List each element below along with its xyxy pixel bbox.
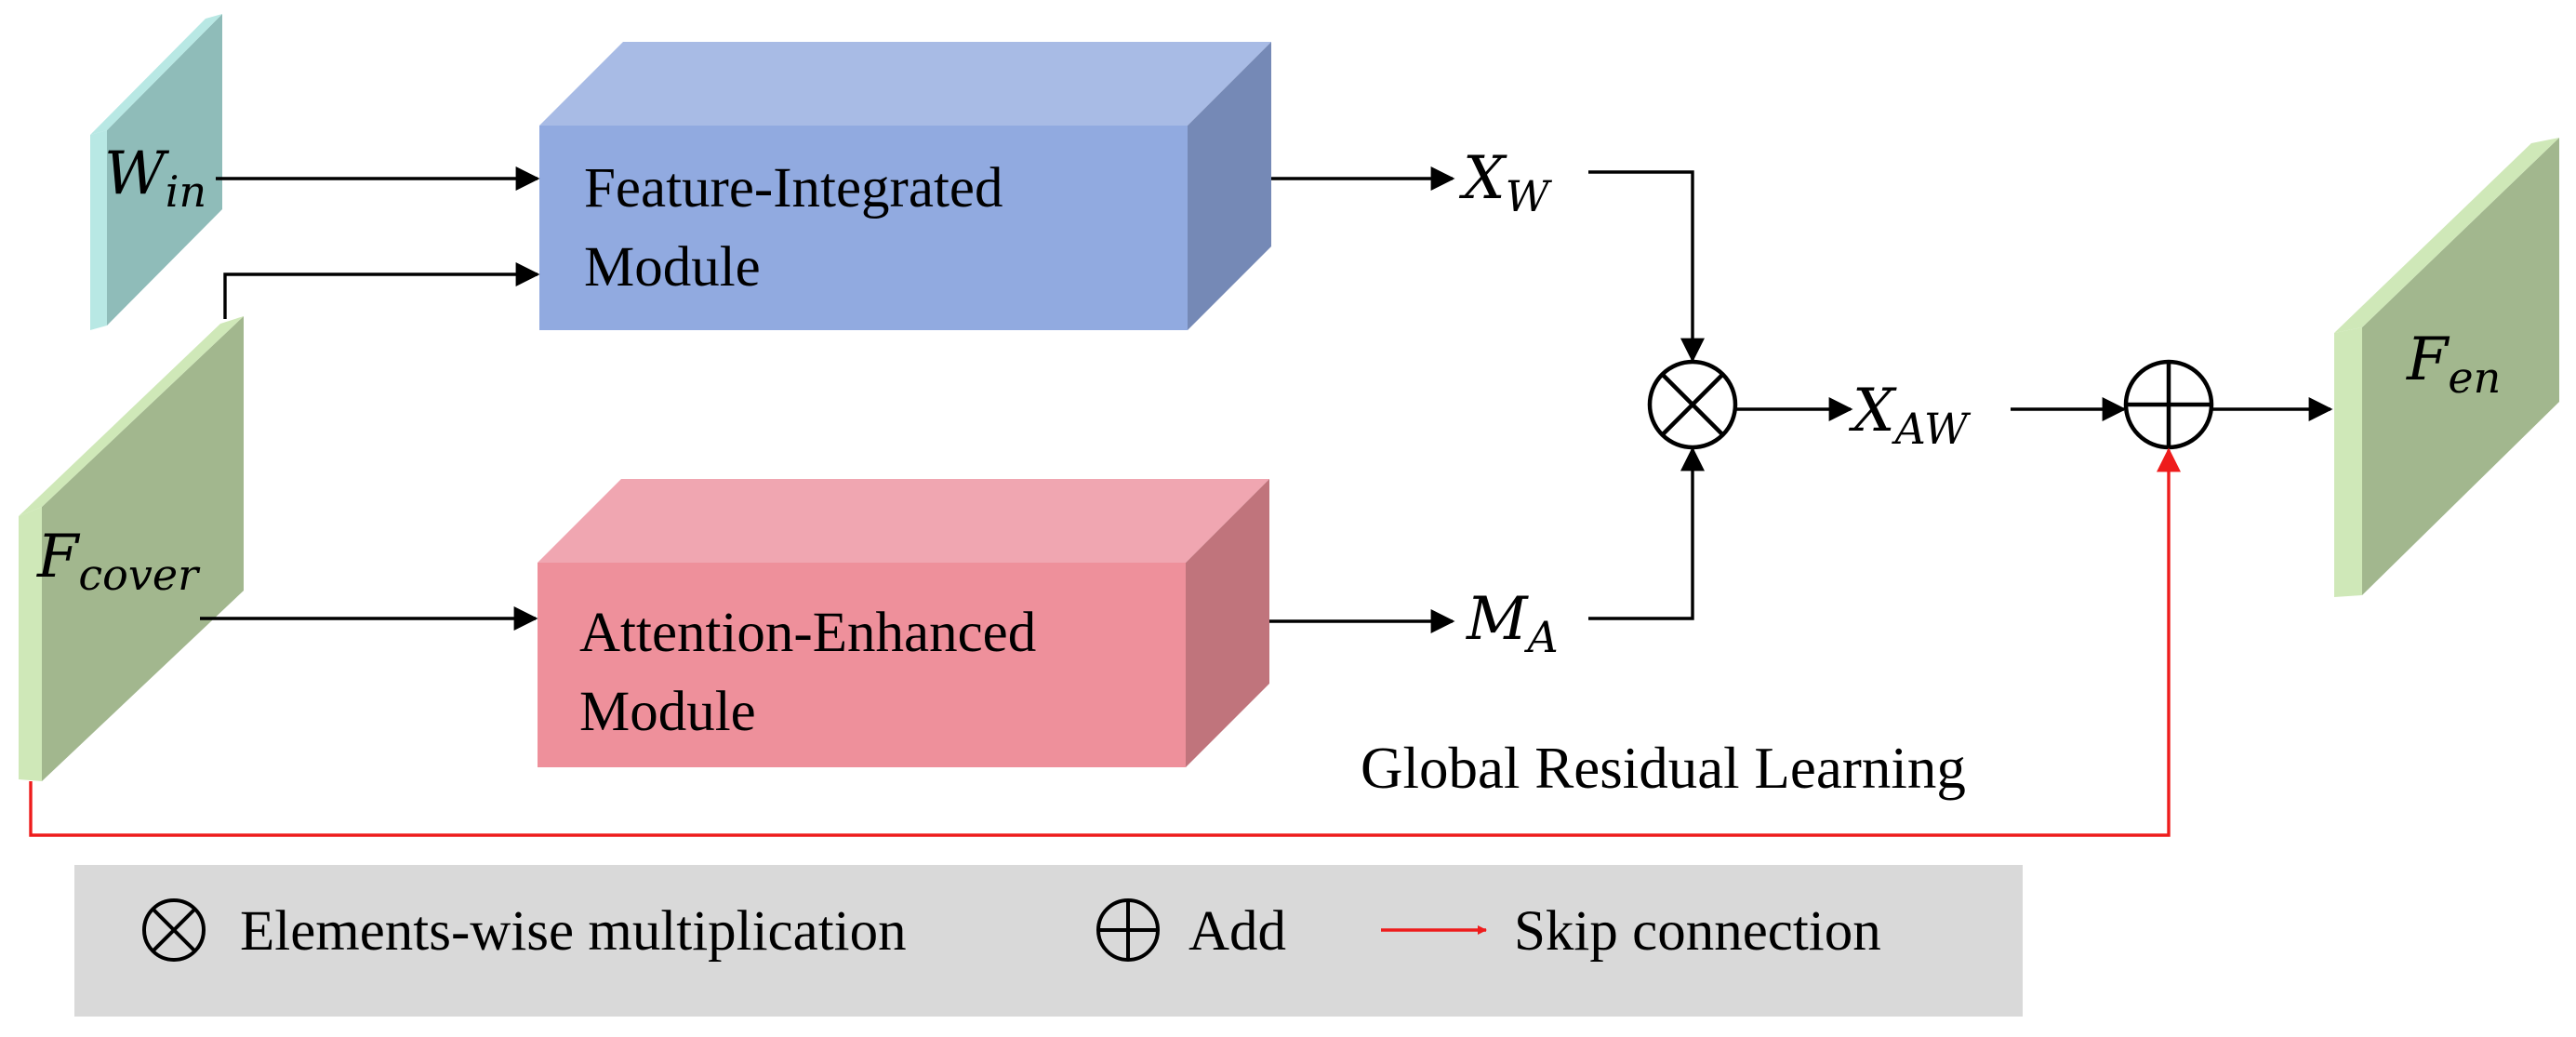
- f-cover-edge: [19, 316, 244, 516]
- f-cover-label: Fcover: [36, 523, 201, 600]
- w-in-front-face: [107, 14, 222, 326]
- attention-module-top-face: [538, 479, 1269, 563]
- attention-module-label-line2: Module: [579, 681, 756, 743]
- x-w-label: XW: [1458, 144, 1553, 221]
- feature-module-label-line2: Module: [584, 236, 761, 299]
- m-a-label: MA: [1466, 585, 1559, 662]
- feature-module-top-face: [539, 42, 1271, 126]
- global-residual-label: Global Residual Learning: [1361, 736, 1966, 801]
- w-in-edge: [90, 14, 222, 135]
- w-in-feature-map: [90, 14, 222, 330]
- f-cover-to-feature-arrow: [223, 262, 540, 319]
- legend-multiply-label: Elements-wise multiplication: [240, 900, 907, 963]
- f-en-label: Fen: [2406, 326, 2501, 403]
- feature-integrated-module: Feature-Integrated Module: [539, 42, 1271, 330]
- feature-module-front-face: [539, 126, 1188, 330]
- f-en-side-face: [2334, 327, 2362, 597]
- x-w-to-multiply-arrow: [1588, 170, 1705, 363]
- f-en-feature-map: [2334, 138, 2559, 597]
- feature-module-side-face: [1188, 42, 1271, 330]
- w-in-side-face: [90, 130, 107, 330]
- attention-module-side-face: [1186, 479, 1269, 767]
- w-in-label: Win: [104, 140, 206, 217]
- x-aw-label: XAW: [1848, 377, 1972, 454]
- m-a-to-multiply-arrow: [1588, 446, 1705, 620]
- global-residual-skip-arrow: [29, 447, 2181, 837]
- legend-multiply-icon: [142, 898, 206, 962]
- f-cover-side-face: [19, 507, 42, 781]
- f-cover-front-face: [42, 316, 244, 781]
- f-en-edge: [2334, 138, 2559, 333]
- legend-add-icon: [1096, 898, 1160, 962]
- legend-skip-label: Skip connection: [1514, 900, 1881, 963]
- add-operator: [2123, 359, 2214, 450]
- attention-enhanced-module: Attention-Enhanced Module: [538, 479, 1269, 767]
- legend-add-label: Add: [1188, 900, 1286, 963]
- multiply-operator: [1647, 359, 1738, 450]
- legend-background: [74, 865, 2023, 1017]
- f-cover-feature-map: [19, 316, 244, 781]
- attention-module-front-face: [538, 563, 1186, 767]
- feature-module-label-line1: Feature-Integrated: [584, 157, 1003, 219]
- attention-module-label-line1: Attention-Enhanced: [579, 602, 1036, 664]
- f-en-front-face: [2362, 138, 2559, 595]
- legend: Elements-wise multiplication Add Skip co…: [74, 865, 2023, 1017]
